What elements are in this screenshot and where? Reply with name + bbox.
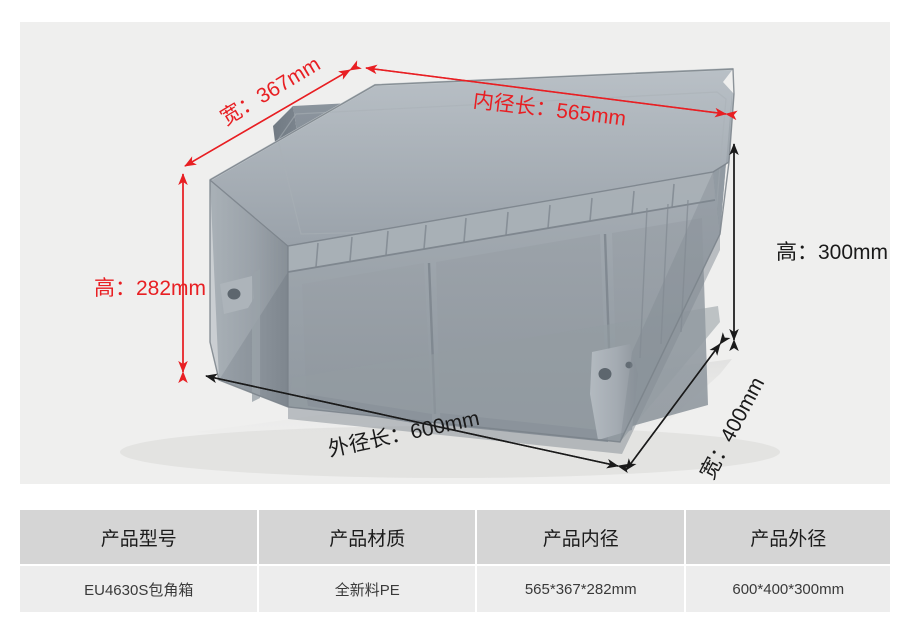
front-rib-lines: [315, 183, 675, 268]
dimension-arrow-inner-width: [184, 60, 363, 167]
table-cell-model: EU4630S包角箱: [20, 566, 258, 612]
table-cell-outer-size: 600*400*300mm: [686, 566, 890, 612]
dimension-label-inner-height: 高：282mm: [94, 277, 207, 300]
table-cell-inner-size: 565*367*282mm: [476, 566, 685, 612]
dimension-arrow-inner-length: [365, 64, 738, 121]
dimension-label-outer-height: 高：300mm: [776, 241, 889, 264]
dimension-arrow-outer-length: [205, 373, 630, 474]
crate-body: [209, 67, 735, 454]
table-header-cell-model: 产品型号: [20, 510, 258, 564]
table-header-cell-inner-size: 产品内径: [476, 510, 685, 564]
table-header-cell-material: 产品材质: [259, 510, 475, 564]
crate-illustration: [120, 60, 780, 478]
product-spec-table: 产品型号 产品材质 产品内径 产品外径 EU4630S包角箱 全新料PE 565…: [20, 510, 890, 612]
dimension-arrow-outer-width: [625, 332, 731, 471]
table-header-cell-outer-size: 产品外径: [686, 510, 890, 564]
table-header-row: 产品型号 产品材质 产品内径 产品外径: [20, 510, 890, 564]
left-corner-post: [220, 276, 254, 314]
table-row: EU4630S包角箱 全新料PE 565*367*282mm 600*400*3…: [20, 566, 890, 612]
table-cell-material: 全新料PE: [259, 566, 475, 612]
product-image-panel: 宽：367mm 内径长：565mm 高：282mm 高：300mm 外径长：60…: [20, 22, 890, 484]
